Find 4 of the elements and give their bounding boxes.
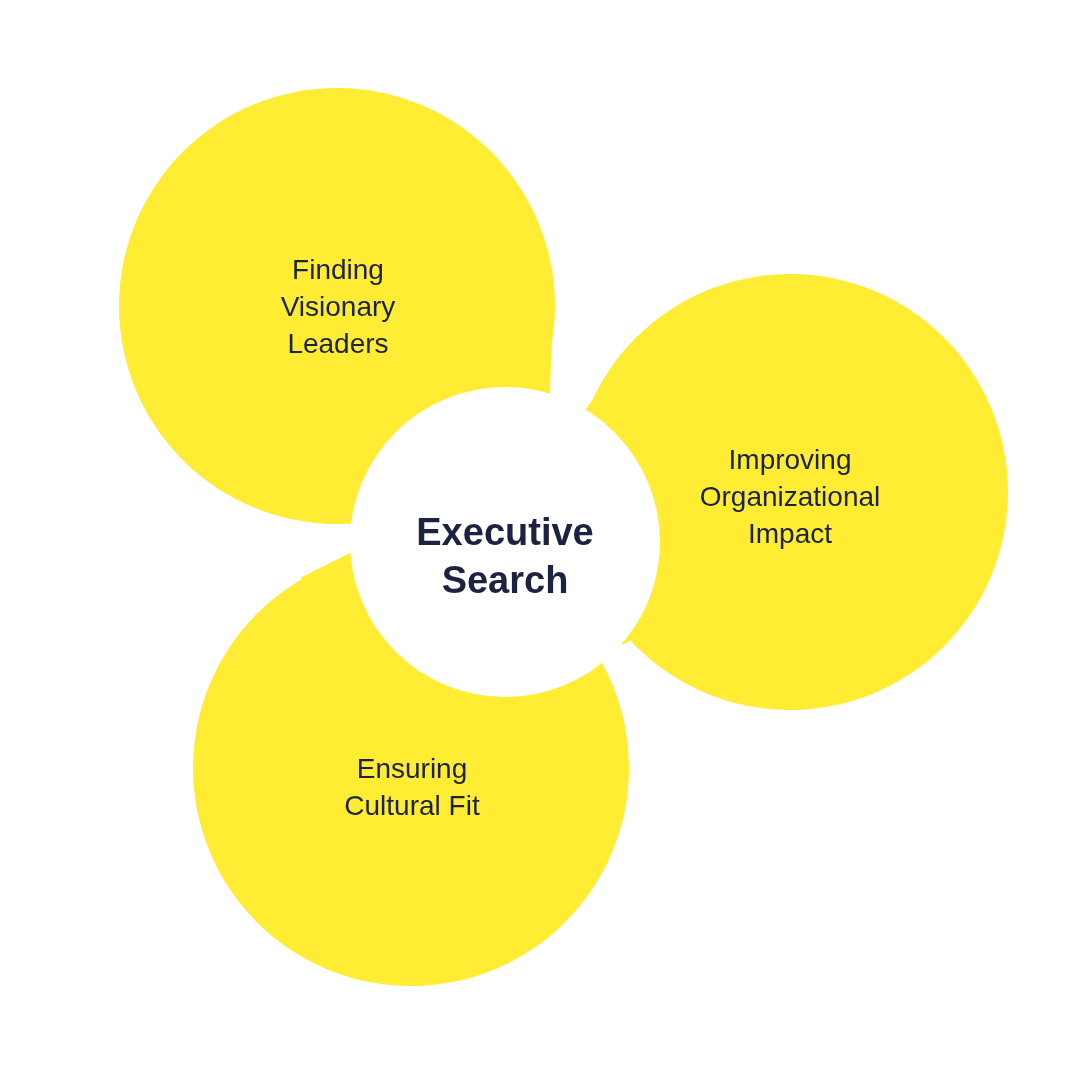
petal-label: Improving Organizational Impact	[698, 442, 882, 551]
petal-label: Finding Visionary Leaders	[279, 252, 397, 361]
center-title: Executive Search	[415, 509, 595, 602]
petal-label: Ensuring Cultural Fit	[343, 752, 481, 823]
